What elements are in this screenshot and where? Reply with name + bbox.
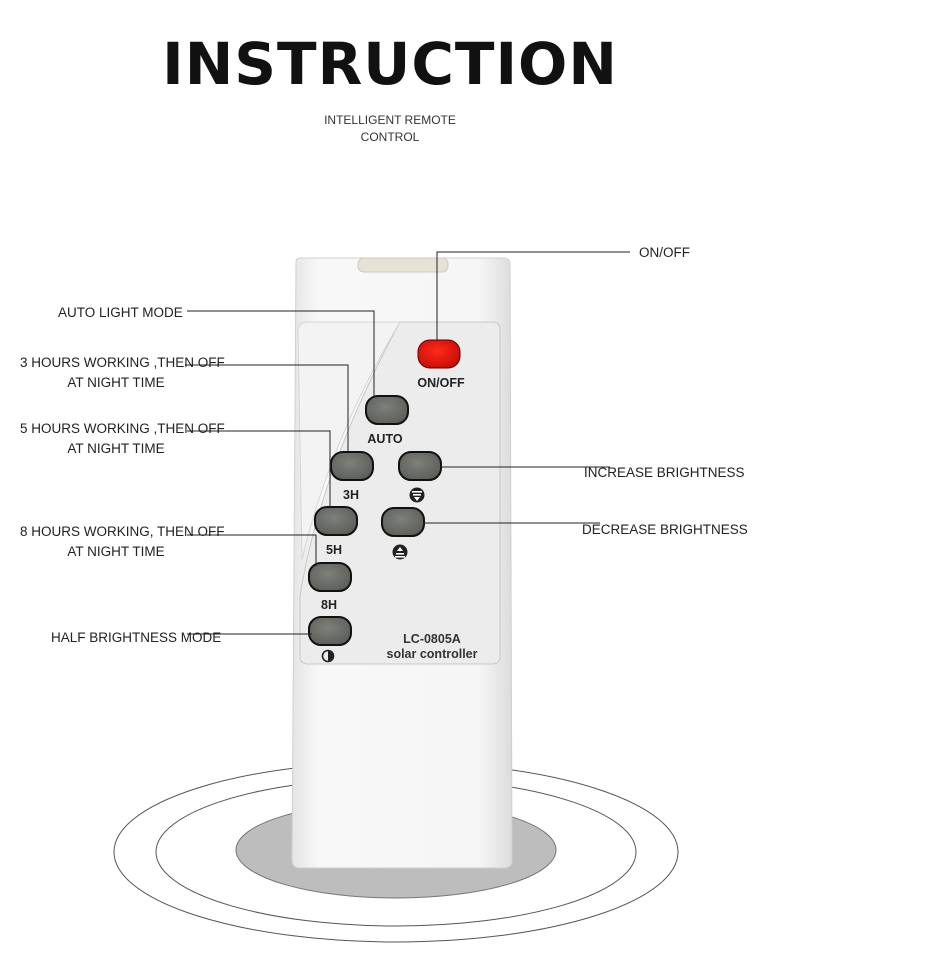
callout-increase-brightness: INCREASE BRIGHTNESS: [584, 465, 745, 480]
page-title: INSTRUCTION: [162, 30, 618, 98]
auto-button-label: AUTO: [367, 432, 403, 446]
subtitle-line-2: CONTROL: [360, 130, 420, 144]
on-off-button[interactable]: [417, 339, 461, 369]
five-hour-button[interactable]: [314, 506, 358, 536]
three-hour-button[interactable]: [330, 451, 374, 481]
leader-eight-hours: [187, 534, 317, 566]
leader-five-hours: [187, 430, 331, 507]
leader-auto: [187, 310, 375, 396]
model-number: LC-0805A: [403, 632, 461, 646]
callout-decrease-brightness: DECREASE BRIGHTNESS: [582, 522, 748, 537]
callout-five-hours-line-1: 5 HOURS WORKING ,THEN OFF: [20, 421, 225, 436]
page-subtitle: INTELLIGENT REMOTE CONTROL: [0, 112, 780, 146]
model-label: LC-0805A solar controller: [372, 632, 492, 662]
callout-eight-hours: 8 HOURS WORKING, THEN OFF AT NIGHT TIME: [20, 522, 225, 562]
remote-top-sensor: [357, 257, 449, 273]
leader-lines: [185, 251, 630, 635]
brightness-up-icon: [409, 487, 425, 503]
increase-brightness-button[interactable]: [398, 451, 442, 481]
callout-three-hours: 3 HOURS WORKING ,THEN OFF AT NIGHT TIME: [20, 353, 225, 393]
callout-eight-hours-line-1: 8 HOURS WORKING, THEN OFF: [20, 524, 225, 539]
decrease-brightness-button[interactable]: [381, 507, 425, 537]
callout-auto-light-mode: AUTO LIGHT MODE: [58, 305, 183, 320]
callout-five-hours-line-2: AT NIGHT TIME: [67, 441, 165, 456]
callout-on-off: ON/OFF: [639, 245, 690, 260]
callout-eight-hours-line-2: AT NIGHT TIME: [67, 544, 165, 559]
half-brightness-button[interactable]: [308, 616, 352, 646]
callout-half-brightness: HALF BRIGHTNESS MODE: [51, 630, 222, 645]
half-brightness-icon: [321, 649, 335, 663]
leader-on-off: [436, 251, 630, 340]
on-off-button-label: ON/OFF: [417, 376, 465, 390]
model-description: solar controller: [386, 647, 478, 661]
auto-button[interactable]: [365, 395, 409, 425]
eight-hour-button[interactable]: [308, 562, 352, 592]
three-hour-button-label: 3H: [343, 488, 359, 502]
five-hour-button-label: 5H: [326, 543, 342, 557]
remote-swoosh: [297, 321, 401, 561]
subtitle-line-1: INTELLIGENT REMOTE: [324, 113, 456, 127]
callout-five-hours: 5 HOURS WORKING ,THEN OFF AT NIGHT TIME: [20, 419, 225, 459]
callout-three-hours-line-2: AT NIGHT TIME: [67, 375, 165, 390]
brightness-down-icon: [392, 544, 408, 560]
eight-hour-button-label: 8H: [321, 598, 337, 612]
callout-three-hours-line-1: 3 HOURS WORKING ,THEN OFF: [20, 355, 225, 370]
leader-three-hours: [185, 364, 349, 452]
